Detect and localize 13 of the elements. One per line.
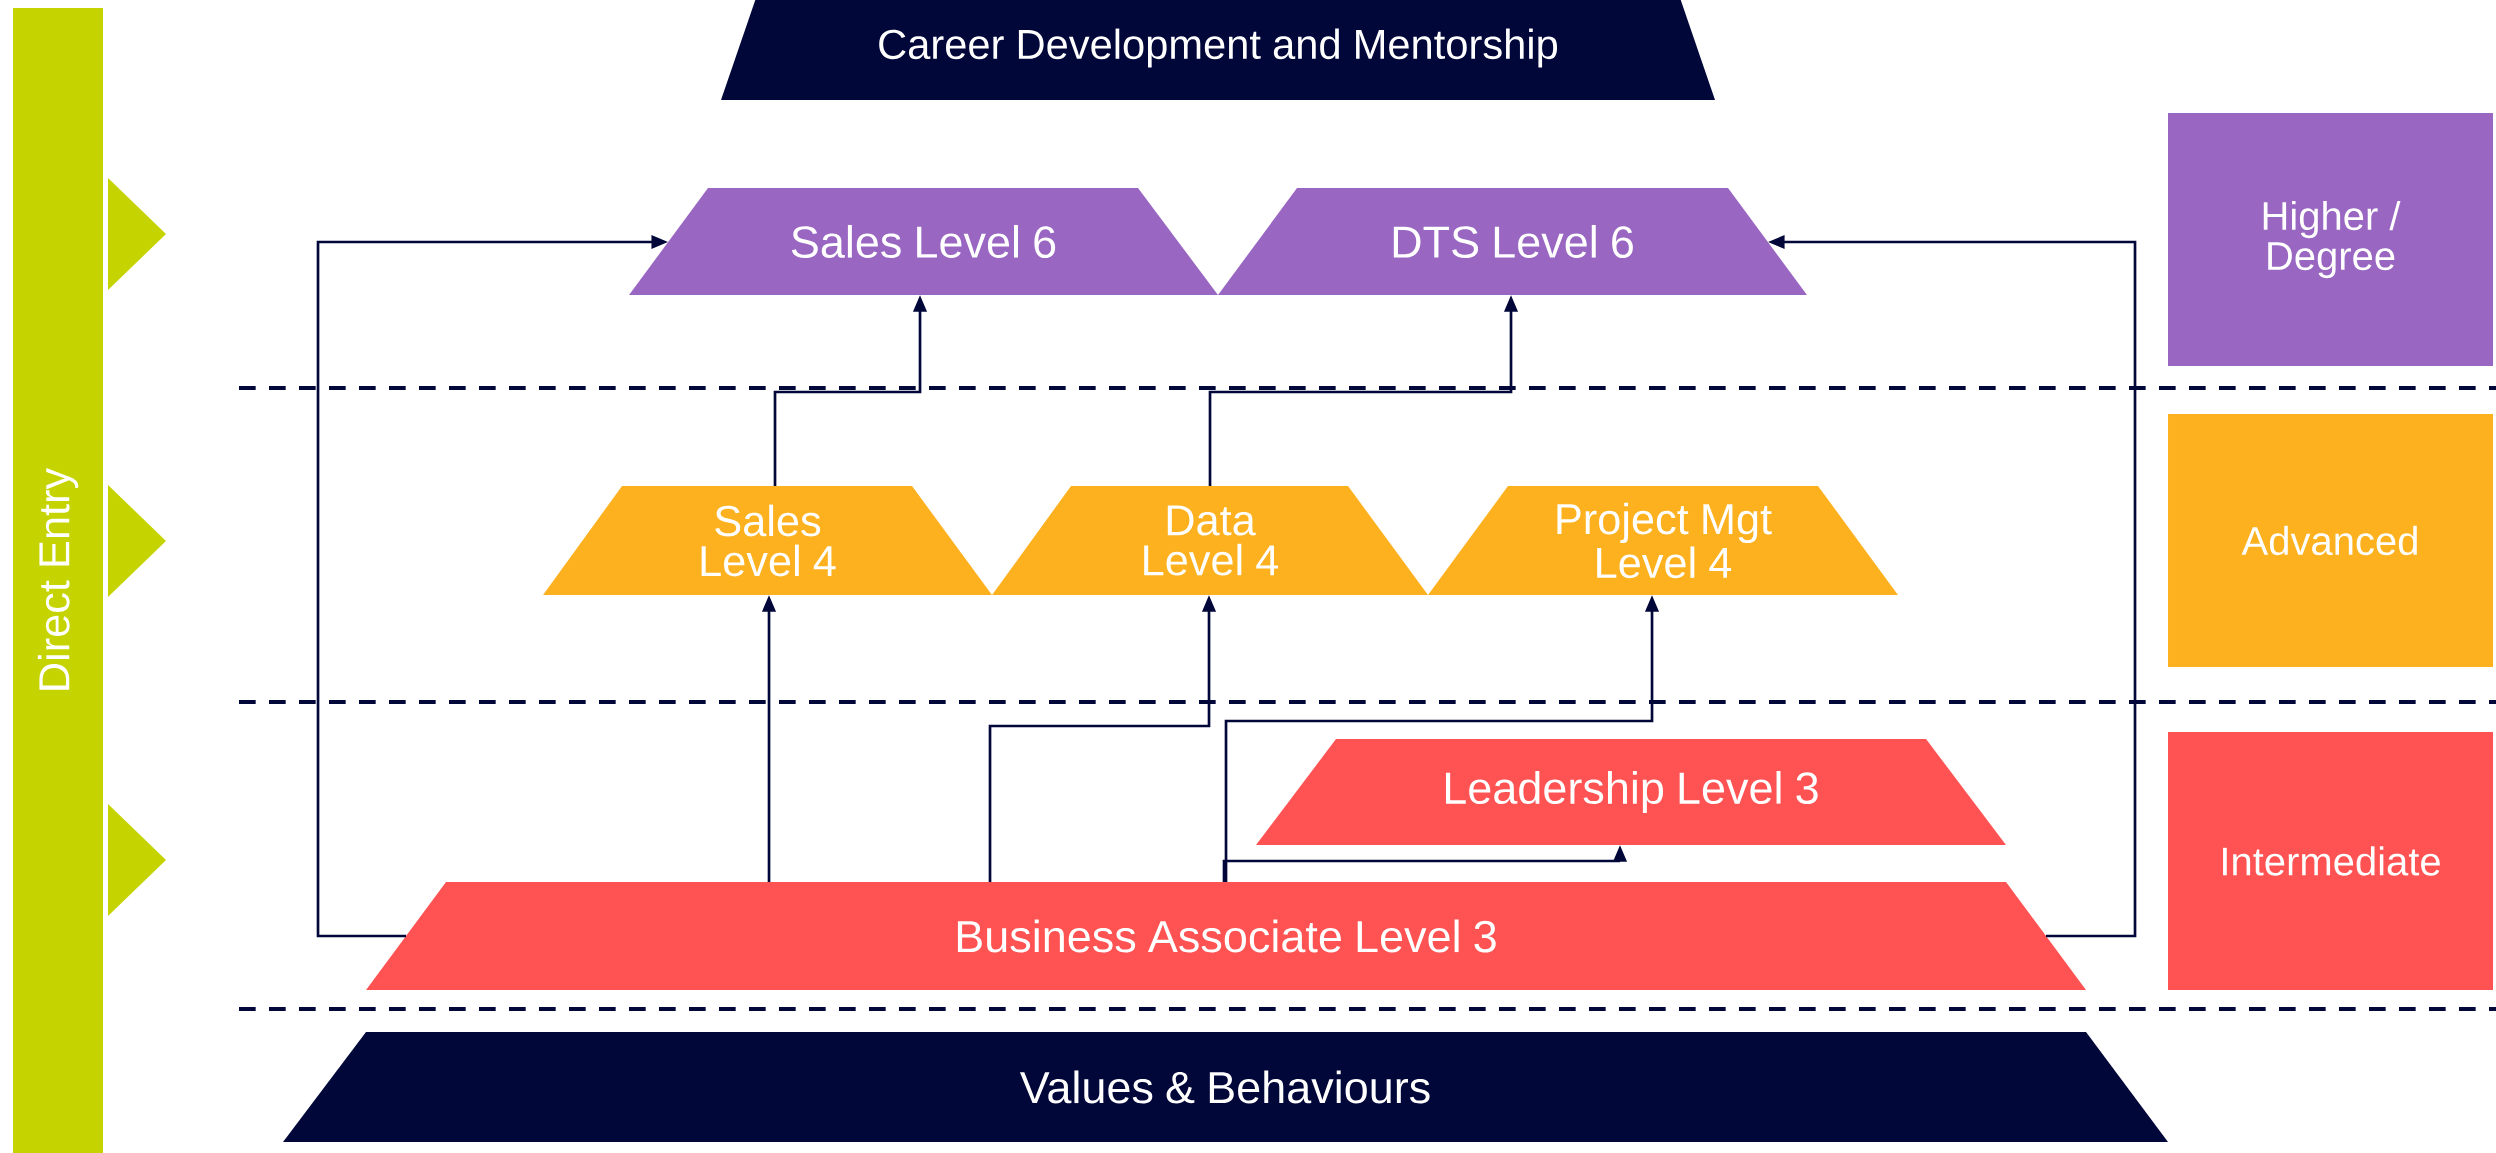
level-box: Intermediate bbox=[2168, 732, 2493, 990]
level-trapezoid: Sales Level 4 bbox=[543, 486, 992, 595]
level-box: Advanced bbox=[2168, 414, 2493, 667]
level-box: Higher / Degree bbox=[2168, 113, 2493, 366]
level-trapezoid: Business Associate Level 3 bbox=[366, 882, 2086, 990]
level-trapezoid: DTS Level 6 bbox=[1218, 188, 1807, 295]
level-trapezoid: Project Mgt Level 4 bbox=[1428, 486, 1898, 595]
banner-trapezoid: Career Development and Mentorship bbox=[721, 0, 1715, 100]
level-trapezoid: Leadership Level 3 bbox=[1256, 739, 2006, 845]
level-trapezoid: Sales Level 6 bbox=[629, 188, 1218, 295]
banner-trapezoid: Values & Behaviours bbox=[283, 1032, 2168, 1142]
level-trapezoid: Data Level 4 bbox=[992, 486, 1428, 595]
entry-bar: Direct Entry bbox=[13, 8, 103, 1153]
